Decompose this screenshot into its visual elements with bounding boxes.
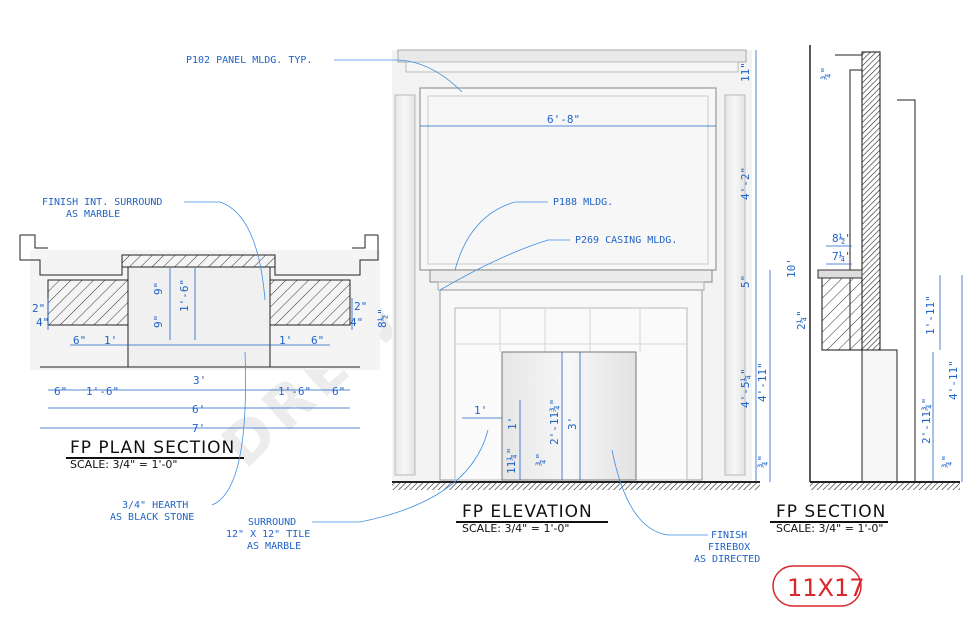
dim-plan-4in-right: 4" [350, 316, 363, 329]
dim-sec-4ft11: 4'-11" [947, 360, 960, 400]
dim-plan-2in-right: 2" [354, 300, 367, 313]
note-finish-surround-2: AS MARBLE [66, 209, 120, 220]
note-firebox-2: FIREBOX [708, 542, 750, 553]
section-firebox-mass [821, 274, 863, 351]
dim-plan-4in-left: 4" [36, 316, 49, 329]
dim-elev-4ft5q: 4'-5¼" [739, 368, 752, 408]
dim-plan-1ft6-right: 1'-6" [278, 385, 311, 398]
sheet-size-badge: 11X17 [772, 565, 865, 607]
dim-elev-2ft11q: 2'-11¾" [548, 399, 561, 445]
dim-sec-2ft11q: 2'-11¾" [920, 398, 933, 444]
dim-plan-7ft: 7' [192, 422, 205, 435]
dim-sec-7q: 7¼" [832, 250, 852, 263]
dim-sec-2q: 2¼" [795, 310, 808, 330]
plan-firebox-opening [127, 266, 271, 368]
dim-plan-3ft: 3' [193, 374, 206, 387]
dim-plan-1ft-right: 1' [279, 334, 292, 347]
fp-section-view: ¾" 8½" 7¼" 1'-11" 4'-11" 2'-11¾" ¾" 2¼" … [770, 45, 963, 535]
dim-sec-3q-top: ¾" [819, 67, 832, 80]
dim-sec-3q-bottom: ¾" [940, 455, 953, 468]
elevation-view-scale: SCALE: 3/4" = 1'-0" [462, 522, 570, 535]
dim-elev-5in: 5" [739, 275, 752, 288]
dim-elev-11q: 11¼" [505, 448, 518, 475]
elevation-view: 6'-8" 11" 4'-2" 10' 5" 4'-5¼" 4'-11" ¾" … [392, 49, 798, 535]
note-surround-1: SURROUND [248, 517, 296, 528]
firebox-opening [501, 351, 637, 481]
dim-plan-1ft-left: 1' [104, 334, 117, 347]
dim-plan-6in-far-right: 6" [332, 385, 345, 398]
dim-plan-8half: 8½" [376, 308, 389, 328]
sheet-size-label: 11X17 [787, 574, 865, 602]
note-firebox-3: AS DIRECTED [694, 554, 760, 565]
elevation-view-title: FP ELEVATION [462, 502, 593, 522]
note-panel-mldg: P102 PANEL MLDG. TYP. [186, 55, 312, 66]
dim-elev-4ft2: 4'-2" [739, 167, 752, 200]
dim-plan-1ft6-left: 1'-6" [86, 385, 119, 398]
plan-view-title: FP PLAN SECTION [70, 438, 235, 458]
dim-elev-3q-b: ¾" [534, 453, 547, 466]
dim-plan-6ft: 6' [192, 403, 205, 416]
dim-plan-1ft6-vertical: 1'-6" [178, 279, 191, 312]
note-surround-2: 12" X 12" TILE [226, 529, 310, 540]
dim-elev-4ft11: 4'-11" [756, 362, 769, 402]
dim-elev-6ft8: 6'-8" [547, 113, 580, 126]
dim-elev-1ft: 1' [474, 404, 487, 417]
dim-plan-9in-top: 9" [152, 282, 165, 295]
plan-left-mass [47, 279, 129, 326]
note-finish-surround-1: FINISH INT. SURROUND [42, 197, 162, 208]
dim-elev-11in: 11" [739, 62, 752, 82]
dim-plan-6in-far-left: 6" [54, 385, 67, 398]
dim-plan-6in-left: 6" [73, 334, 86, 347]
note-p188-mldg: P188 MLDG. [553, 197, 613, 208]
dim-sec-1ft11: 1'-11" [924, 295, 937, 335]
note-surround-3: AS MARBLE [247, 541, 301, 552]
note-hearth-1: 3/4" HEARTH [122, 500, 188, 511]
annotations: P102 PANEL MLDG. TYP. P188 MLDG. P269 CA… [42, 55, 760, 565]
dim-elev-1ft-b: 1' [506, 417, 519, 430]
dim-sec-8half: 8½" [832, 232, 852, 245]
note-p269-casing: P269 CASING MLDG. [575, 235, 677, 246]
note-firebox-1: FINISH [711, 530, 747, 541]
plan-right-mass [269, 279, 351, 326]
dim-elev-3ft: 3' [566, 417, 579, 430]
dim-elev-3q: ¾" [756, 455, 769, 468]
section-view-scale: SCALE: 3/4" = 1'-0" [776, 522, 884, 535]
dim-elev-10ft: 10' [785, 258, 798, 278]
dim-plan-9in-bottom: 9" [152, 315, 165, 328]
dim-plan-6in-right: 6" [311, 334, 324, 347]
plan-view-scale: SCALE: 3/4" = 1'-0" [70, 458, 178, 471]
note-hearth-2: AS BLACK STONE [110, 512, 194, 523]
section-view-title: FP SECTION [776, 502, 886, 522]
dim-plan-2in-left: 2" [32, 302, 45, 315]
section-wall [861, 51, 881, 353]
plan-section-view: 2" 4" 2" 4" 9" 1'-6" 9" 8½" 6" 1' 1' 6" … [19, 234, 389, 471]
